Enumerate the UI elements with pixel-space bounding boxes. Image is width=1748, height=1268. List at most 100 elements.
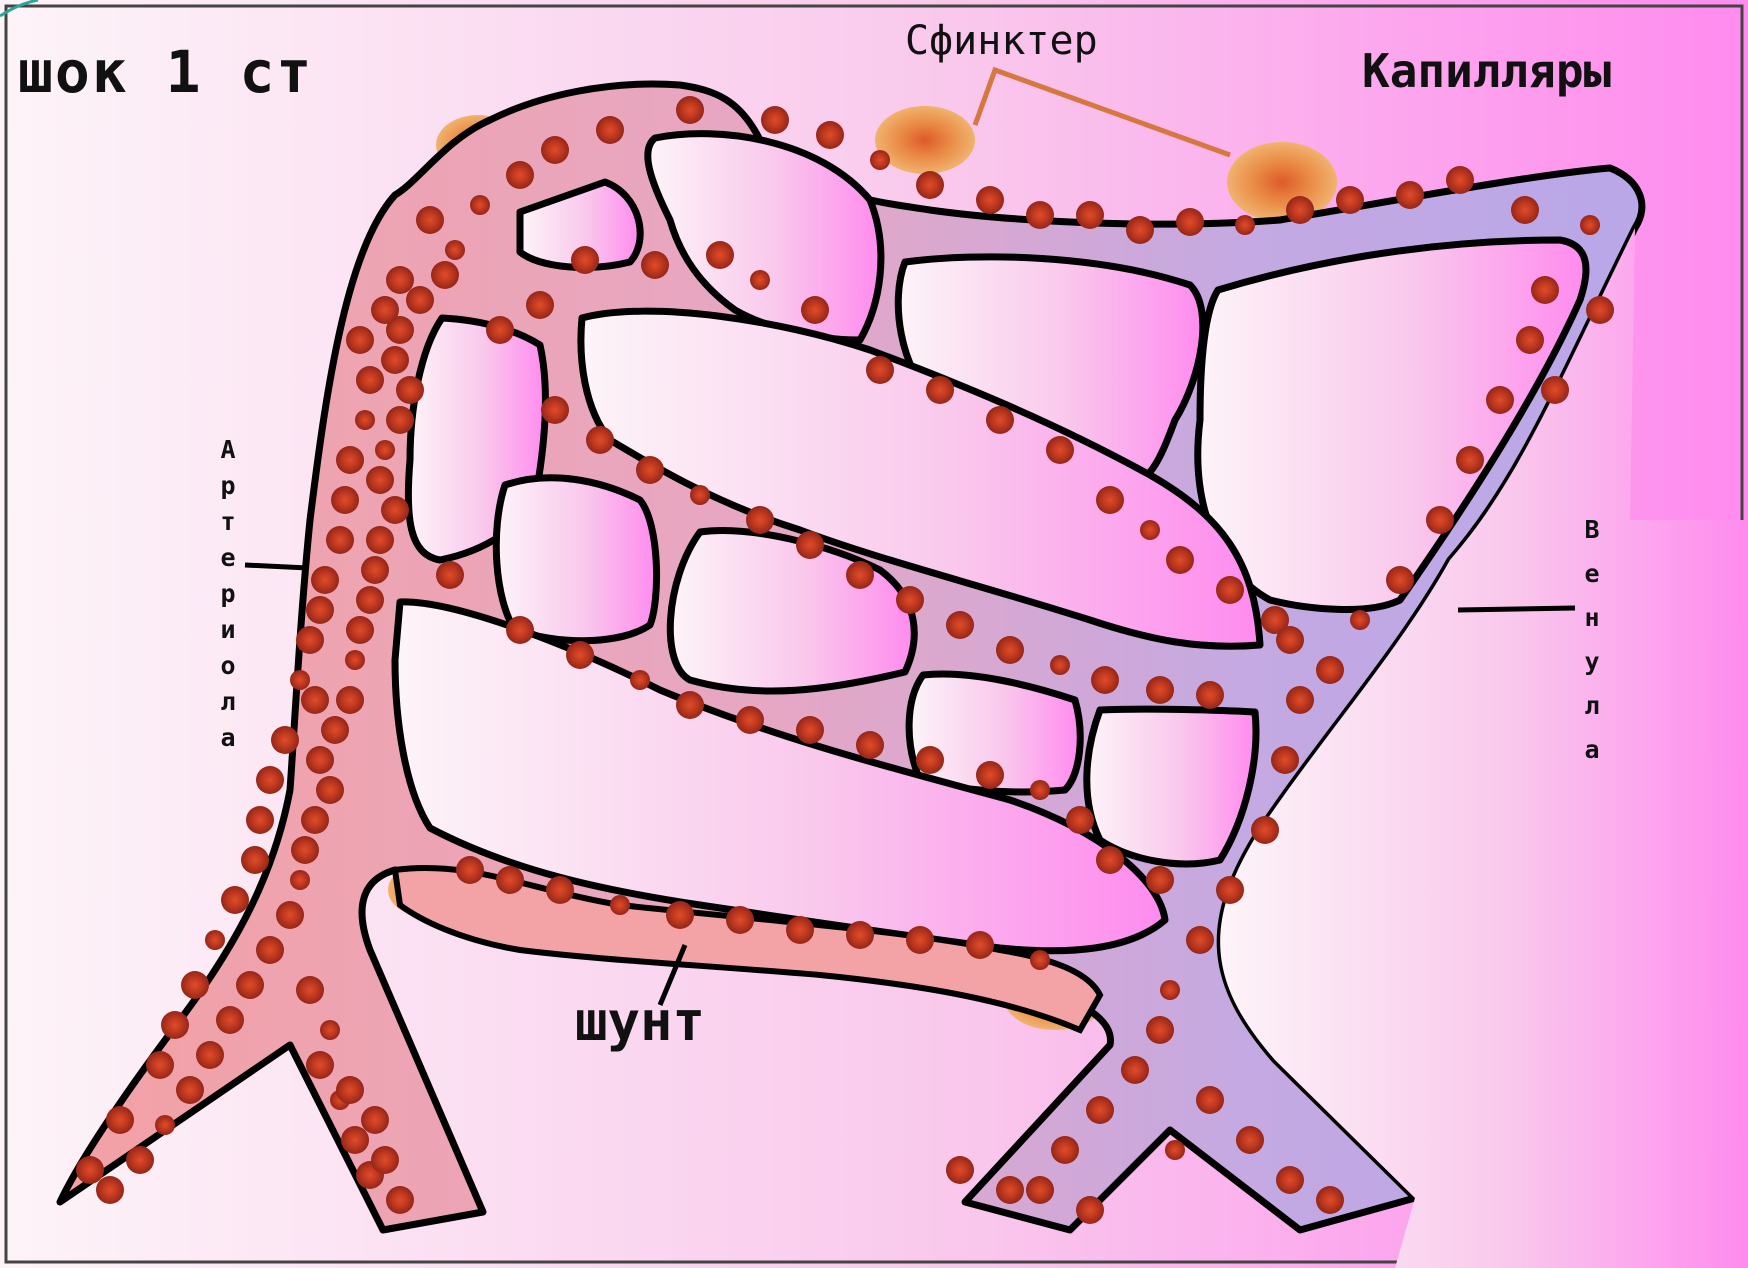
red-blood-cell	[1251, 816, 1279, 844]
red-blood-cell	[1030, 950, 1050, 970]
venule-pointer	[1458, 608, 1575, 610]
red-blood-cell	[236, 971, 264, 999]
red-blood-cell	[355, 410, 375, 430]
red-blood-cell	[341, 1126, 369, 1154]
red-blood-cell	[1176, 208, 1204, 236]
red-blood-cell	[1531, 276, 1559, 304]
red-blood-cell	[1216, 876, 1244, 904]
red-blood-cell	[496, 866, 524, 894]
red-blood-cell	[636, 456, 664, 484]
red-blood-cell	[856, 731, 884, 759]
red-blood-cell	[786, 916, 814, 944]
red-blood-cell	[290, 670, 310, 690]
red-blood-cell	[416, 206, 444, 234]
red-blood-cell	[1386, 566, 1414, 594]
red-blood-cell	[1286, 686, 1314, 714]
red-blood-cell	[1235, 215, 1255, 235]
red-blood-cell	[1316, 656, 1344, 684]
red-blood-cell	[1165, 1140, 1185, 1160]
red-blood-cell	[586, 426, 614, 454]
red-blood-cell	[241, 846, 269, 874]
red-blood-cell	[181, 971, 209, 999]
red-blood-cell	[916, 746, 944, 774]
red-blood-cell	[346, 326, 374, 354]
red-blood-cell	[761, 106, 789, 134]
red-blood-cell	[301, 686, 329, 714]
red-blood-cell	[630, 670, 650, 690]
red-blood-cell	[306, 596, 334, 624]
red-blood-cell	[1276, 1166, 1304, 1194]
red-blood-cell	[161, 1011, 189, 1039]
capillaries-label: Капилляры	[1362, 44, 1611, 98]
red-blood-cell	[1026, 1176, 1054, 1204]
red-blood-cell	[246, 806, 274, 834]
red-blood-cell	[1066, 806, 1094, 834]
red-blood-cell	[456, 856, 484, 884]
red-blood-cell	[976, 761, 1004, 789]
red-blood-cell	[596, 116, 624, 144]
red-blood-cell	[155, 1115, 175, 1135]
red-blood-cell	[146, 1051, 174, 1079]
red-blood-cell	[371, 296, 399, 324]
red-blood-cell	[1580, 215, 1600, 235]
red-blood-cell	[176, 1076, 204, 1104]
red-blood-cell	[1286, 196, 1314, 224]
red-blood-cell	[666, 901, 694, 929]
red-blood-cell	[1196, 681, 1224, 709]
red-blood-cell	[445, 240, 465, 260]
red-blood-cell	[256, 936, 284, 964]
red-blood-cell	[1076, 1196, 1104, 1224]
red-blood-cell	[1146, 1016, 1174, 1044]
red-blood-cell	[916, 171, 944, 199]
red-blood-cell	[436, 561, 464, 589]
red-blood-cell	[1096, 486, 1124, 514]
red-blood-cell	[221, 886, 249, 914]
red-blood-cell	[356, 586, 384, 614]
red-blood-cell	[406, 286, 434, 314]
red-blood-cell	[271, 726, 299, 754]
red-blood-cell	[1026, 201, 1054, 229]
red-blood-cell	[796, 531, 824, 559]
red-blood-cell	[386, 1186, 414, 1214]
red-blood-cell	[1186, 926, 1214, 954]
red-blood-cell	[336, 1076, 364, 1104]
red-blood-cell	[690, 485, 710, 505]
red-blood-cell	[106, 1106, 134, 1134]
red-blood-cell	[946, 611, 974, 639]
red-blood-cell	[676, 691, 704, 719]
red-blood-cell	[1096, 846, 1124, 874]
red-blood-cell	[381, 496, 409, 524]
red-blood-cell	[345, 650, 365, 670]
red-blood-cell	[336, 686, 364, 714]
red-blood-cell	[1486, 386, 1514, 414]
red-blood-cell	[736, 706, 764, 734]
red-blood-cell	[1121, 1056, 1149, 1084]
red-blood-cell	[321, 716, 349, 744]
red-blood-cell	[470, 195, 490, 215]
red-blood-cell	[326, 526, 354, 554]
red-blood-cell	[966, 931, 994, 959]
page-title: шок 1 ст	[18, 38, 313, 106]
red-blood-cell	[641, 251, 669, 279]
red-blood-cell	[1046, 436, 1074, 464]
red-blood-cell	[1271, 746, 1299, 774]
red-blood-cell	[801, 296, 829, 324]
red-blood-cell	[996, 636, 1024, 664]
red-blood-cell	[506, 616, 534, 644]
red-blood-cell	[1086, 1096, 1114, 1124]
red-blood-cell	[296, 626, 324, 654]
red-blood-cell	[306, 746, 334, 774]
red-blood-cell	[366, 526, 394, 554]
red-blood-cell	[356, 366, 384, 394]
red-blood-cell	[996, 1176, 1024, 1204]
red-blood-cell	[1541, 376, 1569, 404]
red-blood-cell	[361, 556, 389, 584]
red-blood-cell	[1336, 186, 1364, 214]
red-blood-cell	[926, 376, 954, 404]
red-blood-cell	[336, 446, 364, 474]
red-blood-cell	[96, 1176, 124, 1204]
red-blood-cell	[486, 316, 514, 344]
